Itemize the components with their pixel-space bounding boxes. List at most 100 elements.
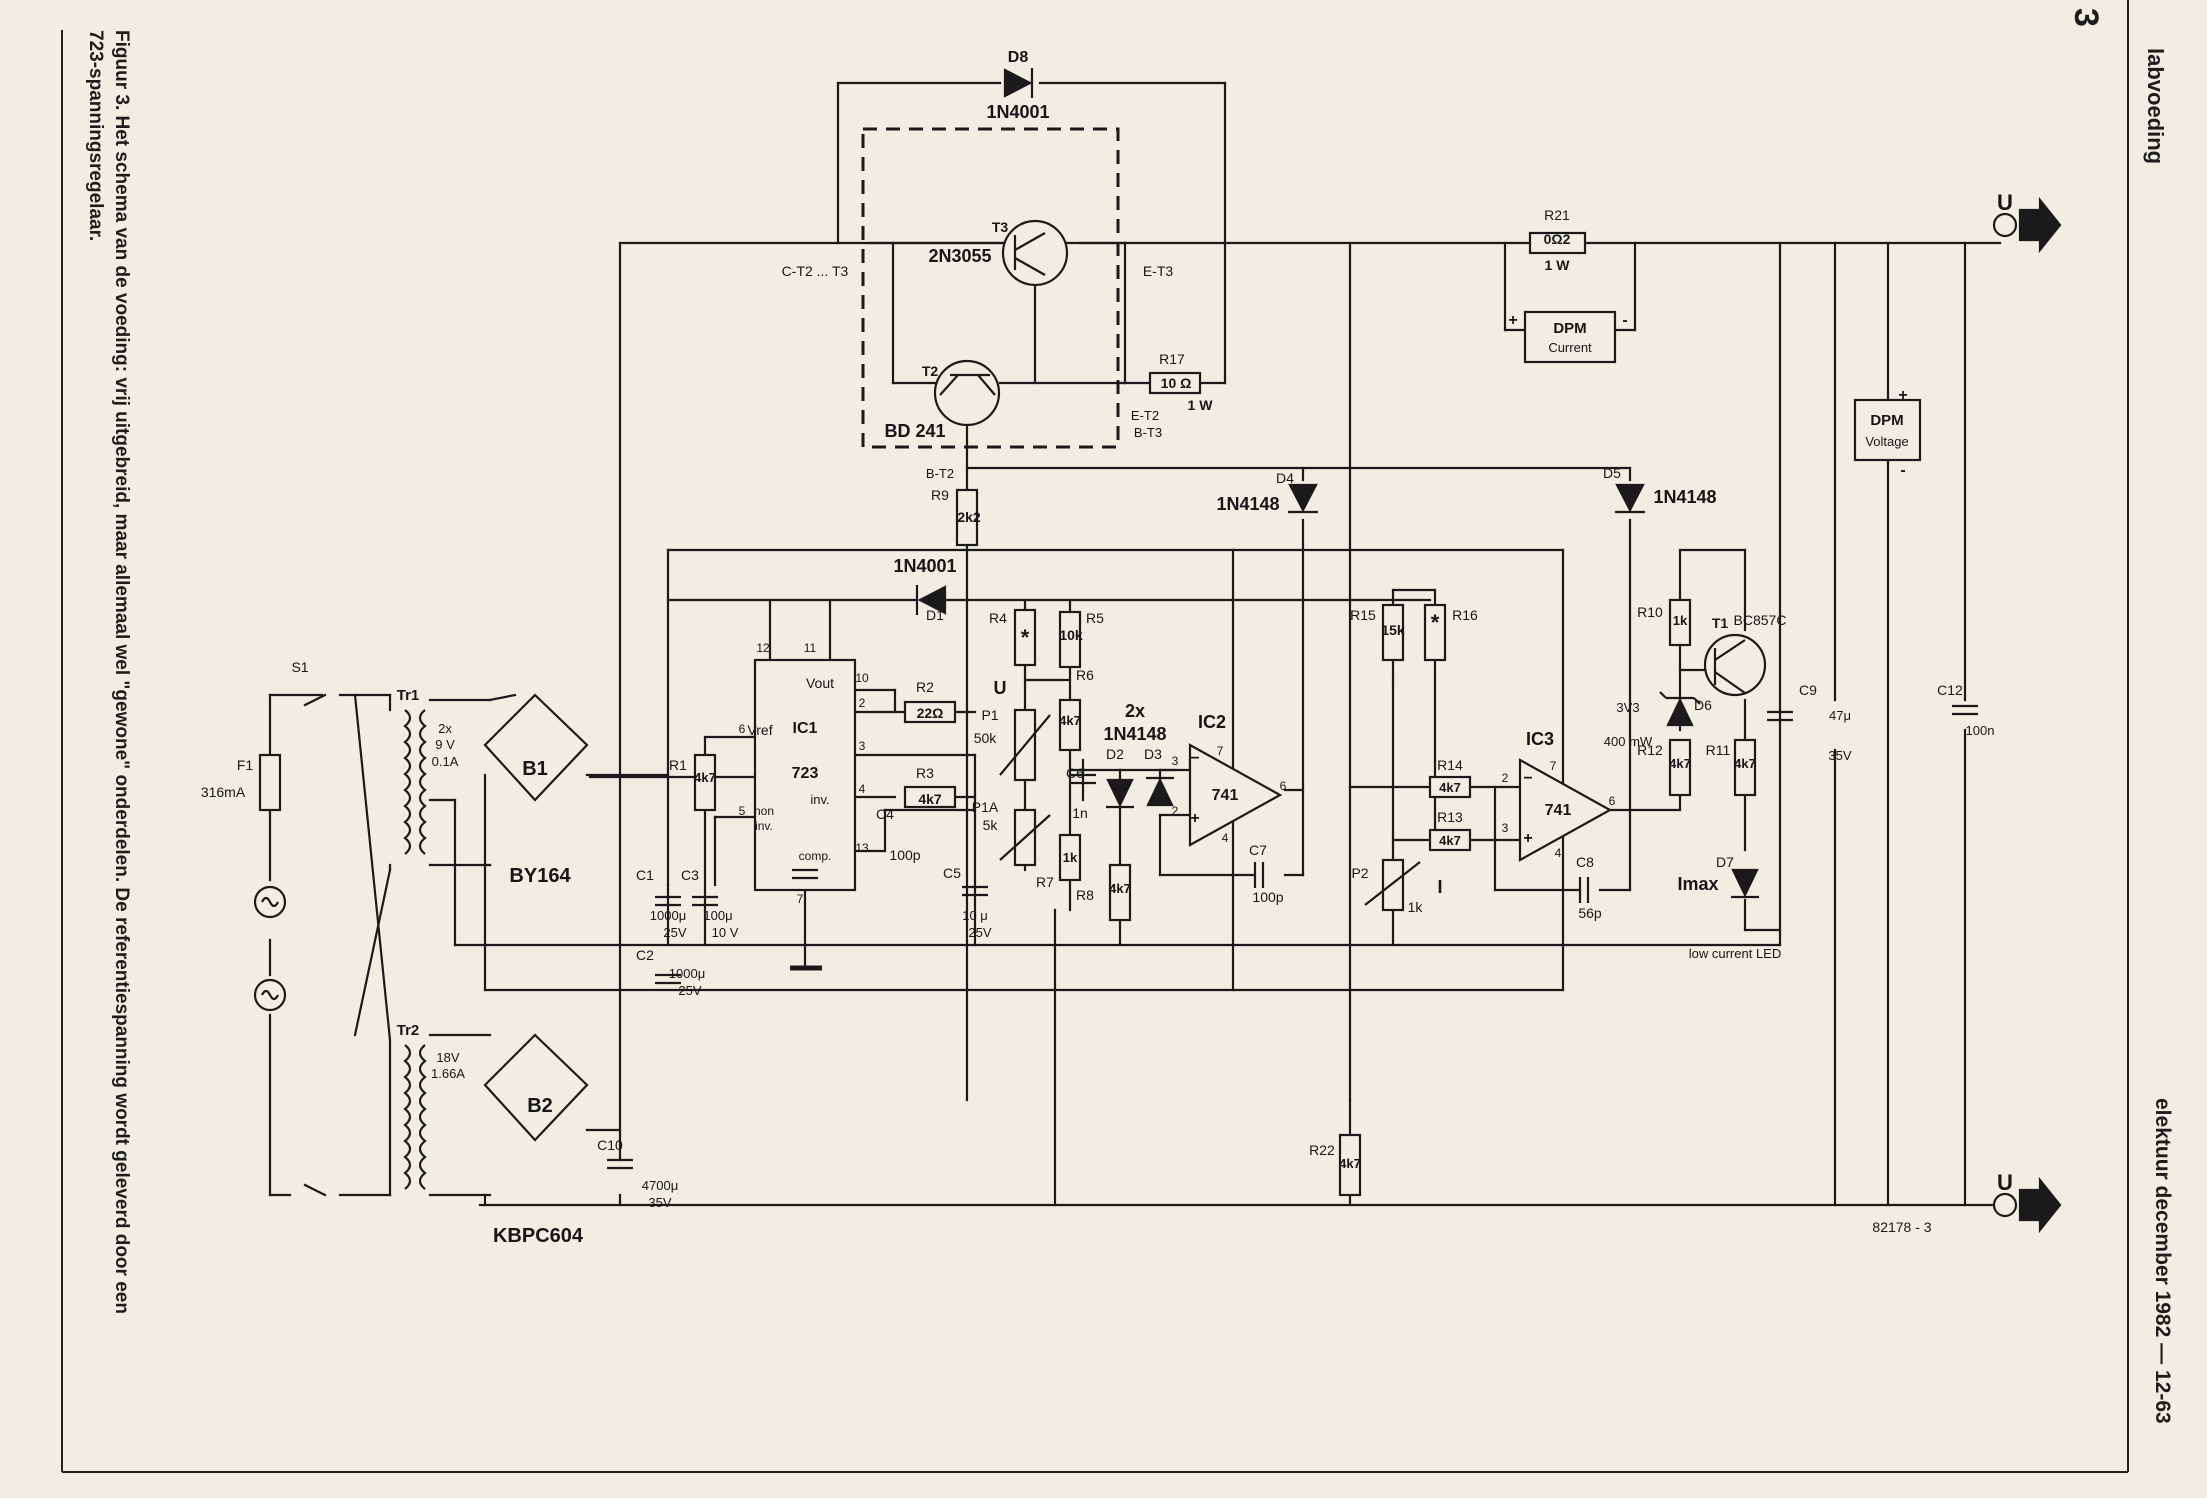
label-c3v1: 100μ [703, 908, 732, 923]
label-r22: R22 [1309, 1142, 1335, 1158]
label-r2: R2 [916, 679, 934, 695]
label-c3v2: 10 V [712, 925, 739, 940]
label-r22v: 4k7 [1339, 1156, 1361, 1171]
label-vref: Vref [747, 722, 772, 738]
label-r1: R1 [669, 757, 687, 773]
label-r16: R16 [1452, 607, 1478, 623]
label-r21v: 0Ω2 [1544, 231, 1571, 247]
label-dpmc2: Current [1548, 340, 1592, 355]
output-plus-label: U [1997, 190, 2013, 215]
label-d5: D5 [1603, 465, 1621, 481]
label-d23a: 2x [1125, 701, 1145, 721]
label-dpmvminus: - [1900, 462, 1905, 479]
label-q2: 2 [1172, 804, 1179, 818]
label-c3: C3 [681, 867, 699, 883]
label-c1v1: 1000μ [650, 908, 686, 923]
label-c2: C2 [636, 947, 654, 963]
label-p7: 7 [797, 892, 804, 906]
label-ic2v: 741 [1212, 787, 1239, 804]
label-r7: 7 [1550, 759, 1557, 773]
section-title: labvoeding [2143, 48, 2168, 165]
label-dpmv1: DPM [1870, 412, 1903, 429]
label-tr1v2: 9 V [435, 737, 455, 752]
label-t2v: BD 241 [884, 421, 945, 441]
caption-line-1: Figuur 3. Het schema van de voeding: vri… [111, 30, 132, 1314]
label-t3v: 2N3055 [928, 246, 991, 266]
label-d6v: 3V3 [1616, 700, 1639, 715]
label-ic3minus: − [1523, 770, 1532, 787]
label-d6w: 400 mW [1604, 734, 1653, 749]
label-c9v1: 47μ [1829, 708, 1851, 723]
label-bt2: B-T2 [926, 466, 954, 481]
label-led: low current LED [1689, 946, 1781, 961]
label-dpmminus: - [1622, 312, 1627, 329]
label-tr2: Tr2 [397, 1022, 420, 1039]
label-r9v: 2k2 [957, 509, 981, 525]
label-r8v: 4k7 [1109, 881, 1131, 896]
label-r6: 6 [1609, 794, 1616, 808]
label-et2: E-T2 [1131, 408, 1159, 423]
label-r14: R14 [1437, 757, 1463, 773]
label-dpmvplus: + [1898, 387, 1907, 404]
label-ilbl: I [1437, 877, 1442, 897]
figure-caption: Figuur 3. Het schema van de voeding: vri… [82, 30, 134, 1314]
label-d2: D2 [1106, 746, 1124, 762]
page-rules [61, 0, 2129, 1473]
label-c8: C8 [1576, 854, 1594, 870]
darlington-module-outline [861, 127, 1120, 449]
label-p6: 6 [739, 722, 746, 736]
label-bt3: B-T3 [1134, 425, 1162, 440]
label-p2v: 1k [1408, 899, 1424, 915]
label-tr2v1: 18V [436, 1050, 459, 1065]
label-d6: D6 [1694, 697, 1712, 713]
label-c12: C12 [1937, 682, 1963, 698]
label-non: non [754, 804, 774, 818]
label-d1: D1 [926, 607, 944, 623]
label-r3: 3 [1502, 821, 1509, 835]
label-c10: C10 [597, 1137, 623, 1153]
label-c2v2: 25V [678, 983, 701, 998]
label-r6v: 4k7 [1059, 713, 1081, 728]
label-p12: 12 [756, 641, 770, 655]
label-r8: R8 [1076, 887, 1094, 903]
label-c4v: 100p [889, 847, 920, 863]
label-t1: T1 [1712, 615, 1729, 631]
label-c12v: 100n [1966, 723, 1995, 738]
label-ic2plus: + [1190, 810, 1199, 827]
label-d1v: 1N4001 [893, 556, 956, 576]
label-c6v: 1n [1072, 805, 1088, 821]
caption-line-2: 723-spanningsregelaar. [85, 30, 106, 242]
label-kbpc604: KBPC604 [493, 1225, 584, 1247]
label-p3: 3 [859, 739, 866, 753]
label-q7: 7 [1217, 744, 1224, 758]
label-q4: 4 [1222, 831, 1229, 845]
label-q6: 6 [1280, 779, 1287, 793]
label-f1: F1 [237, 757, 254, 773]
label-ulbl: U [994, 678, 1007, 698]
label-c4: C4 [876, 806, 894, 822]
label-tr2v2: 1.66A [431, 1066, 465, 1081]
label-p5: 5 [739, 804, 746, 818]
label-d4v: 1N4148 [1216, 494, 1279, 514]
label-ic3: IC3 [1526, 729, 1554, 749]
label-c9: C9 [1799, 682, 1817, 698]
label-star4: * [1021, 625, 1030, 650]
label-c8v: 56p [1578, 905, 1602, 921]
label-r3: R3 [916, 765, 934, 781]
label-dpmv2: Voltage [1865, 434, 1908, 449]
label-star16: * [1431, 610, 1440, 635]
label-r6: R6 [1076, 667, 1094, 683]
figure-id: 82178 - 3 [1872, 1219, 1931, 1235]
label-c7v: 100p [1252, 889, 1283, 905]
label-c1: C1 [636, 867, 654, 883]
label-r5: R5 [1086, 610, 1104, 626]
label-ic1b: 723 [792, 765, 819, 782]
label-c6: C6 [1066, 765, 1084, 781]
label-r15v: 15k [1381, 622, 1405, 638]
label-r11v: 4k7 [1734, 756, 1756, 771]
label-ic2: IC2 [1198, 712, 1226, 732]
label-t2: T2 [922, 363, 939, 379]
